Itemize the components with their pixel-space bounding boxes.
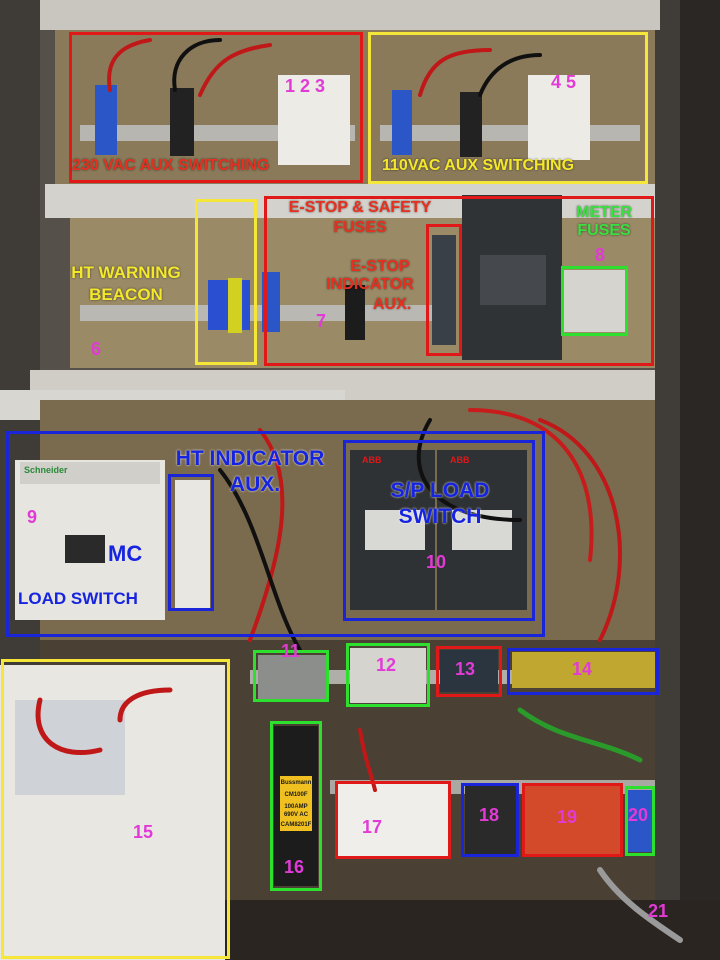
label-sp-load-2: SWITCH — [398, 505, 482, 528]
box-item-12 — [346, 643, 430, 707]
fuse-16-code: CAM8201F — [280, 822, 312, 828]
number-9: 9 — [27, 507, 38, 527]
label-estop-aux-3: AUX. — [373, 296, 412, 313]
label-meter-fuses-1: METER — [576, 204, 632, 221]
box-item-16 — [270, 721, 322, 891]
box-ht-indicator-aux — [168, 474, 214, 611]
label-estop-fuses-1: E-STOP & SAFETY — [288, 199, 432, 216]
label-meter-fuses-2: FUSES — [577, 222, 631, 239]
box-item-20 — [625, 786, 655, 856]
label-ht-beacon-2: BEACON — [89, 285, 163, 304]
number-17: 17 — [362, 817, 383, 837]
label-estop-aux-2: INDICATOR — [326, 276, 414, 293]
number-10: 10 — [426, 552, 447, 572]
label-load-switch: LOAD SWITCH — [18, 589, 138, 608]
number-18: 18 — [479, 805, 500, 825]
box-estop-indicator-aux — [426, 224, 462, 356]
fuse-16-rating-2: 690V AC — [283, 812, 309, 818]
number-13: 13 — [455, 659, 476, 679]
box-meter-fuses — [561, 266, 628, 336]
box-mc-sp-group — [6, 431, 545, 637]
fuse-16-rating-1: 100AMP — [284, 804, 308, 810]
box-item-17 — [335, 781, 451, 859]
brand-schneider: Schneider — [24, 465, 68, 475]
number-1-2-3: 1 2 3 — [285, 76, 326, 96]
box-item-14 — [507, 648, 659, 695]
brand-abb-left: ABB — [362, 455, 382, 465]
number-6: 6 — [91, 339, 102, 359]
box-estop-safety-fuses — [264, 196, 654, 366]
brand-abb-right: ABB — [450, 455, 470, 465]
number-4-5: 4 5 — [551, 72, 577, 92]
label-sp-load-1: S/P LOAD — [390, 479, 490, 502]
number-20: 20 — [628, 805, 649, 825]
number-16: 16 — [284, 857, 305, 877]
label-230vac-aux: 230 VAC AUX SWITCHING — [72, 157, 270, 174]
number-8: 8 — [595, 245, 606, 265]
box-item-18 — [461, 783, 519, 857]
number-15: 15 — [133, 822, 154, 842]
box-item-19 — [522, 783, 623, 857]
number-21: 21 — [648, 901, 669, 921]
box-sp-load-switch — [343, 440, 535, 621]
number-11: 11 — [281, 641, 301, 661]
box-item-11 — [253, 650, 329, 702]
box-110vac-aux — [368, 32, 648, 184]
label-ht-indicator-1: HT INDICATOR — [175, 447, 325, 470]
label-110vac-aux: 110VAC AUX SWITCHING — [382, 157, 575, 174]
box-item-15 — [1, 659, 230, 959]
box-ht-beacon — [195, 199, 257, 365]
fuse-16-model: CM100F — [284, 792, 308, 798]
number-14: 14 — [572, 659, 593, 679]
number-7: 7 — [316, 311, 327, 331]
box-230vac-aux — [69, 32, 363, 183]
number-12: 12 — [376, 655, 397, 675]
number-19: 19 — [557, 807, 578, 827]
box-item-13 — [436, 646, 502, 697]
label-estop-aux-1: E-STOP — [350, 258, 410, 275]
label-ht-indicator-2: AUX. — [229, 473, 281, 496]
label-estop-fuses-2: FUSES — [333, 219, 387, 236]
fuse-16-brand: Bussmann — [280, 780, 312, 786]
label-mc: MC — [108, 541, 143, 566]
label-ht-beacon-1: HT WARNING — [71, 263, 181, 282]
